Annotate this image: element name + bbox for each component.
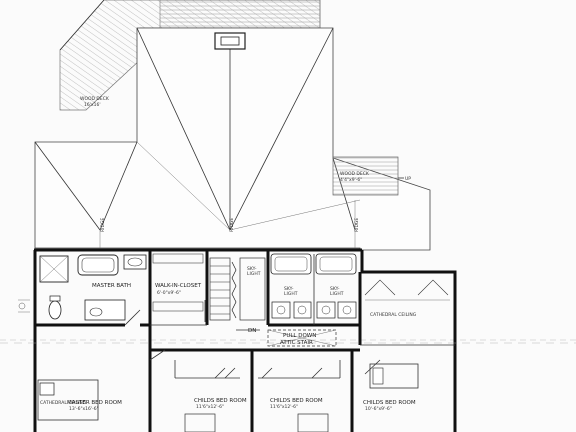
sky-light-label-2: SKY-LIGHT [284,286,298,297]
childs-bed-room-3-label: CHILDS BED ROOM [363,400,416,406]
ridge-label-1: RIDGE [100,218,106,232]
sky-light-1-line-2: LIGHT [247,271,261,277]
sky-light-2-line-1: SKY- [284,286,294,292]
master-bed-room: CATHEDRAL CEILING MASTER BED ROOM 13'-6"… [37,349,166,421]
childs-bed-room-1-dim: 11'6"x12'-6" [196,404,224,410]
sky-light-label-3: SKY-LIGHT [330,286,344,297]
wood-deck-right: WOOD DECK 4'4"x9'-6" UP [332,156,411,196]
wood-deck-right-dim: 4'4"x9'-6" [340,177,362,183]
hall-bath: SKY-LIGHT SKY-LIGHT [270,253,357,325]
attic-stair-label-1: PULL DOWN [283,333,316,339]
attic-stair: PULL DOWN ATTIC STAIR [267,329,337,347]
childs-bed-room-2-label: CHILDS BED ROOM [270,398,323,404]
master-bed-room-dim: 13'-6"x16'-6" [69,406,99,412]
childs-bed-room-3: CHILDS BED ROOM 10'-6"x9'-6" [363,359,419,412]
wood-deck-top: WOOD DECK 16'x16' [59,0,321,111]
up-label: UP [405,176,411,182]
ridge-label-3: RIDGE [354,218,360,232]
walk-in-closet-label: WALK-IN-CLOSET [155,283,202,289]
walls [0,248,576,432]
sky-light-label-1: SKY-LIGHT [247,266,261,277]
childs-bed-room-2: CHILDS BED ROOM 11'6"x12'-6" [261,367,329,432]
cathedral-ceiling-room: CATHEDRAL CEILING [364,279,450,318]
childs-bed-room-1-label: CHILDS BED ROOM [194,398,247,404]
sky-light-1-line-1: SKY- [247,266,257,272]
walk-in-closet: WALK-IN-CLOSET 6'-0"x9'-6" [152,253,206,322]
wood-deck-top-label: WOOD DECK [80,96,110,102]
cathedral-ceiling-left-label: CATHEDRAL CEILING [40,400,87,406]
master-bath-fixtures: MASTER BATH [39,254,147,326]
childs-bed-room-3-dim: 10'-6"x9'-6" [365,406,392,412]
walk-in-closet-dim: 6'-0"x9'-6" [157,290,181,296]
sky-light-2-line-2: LIGHT [284,291,298,297]
wood-deck-top-dim: 16'x16' [84,102,101,108]
dn-label: DN [248,328,256,334]
childs-bed-room-2-dim: 11'6"x12'-6" [270,404,298,410]
roof-outline: RIDGE RIDGE RIDGE [34,27,431,251]
childs-bed-room-1: CHILDS BED ROOM 11'6"x12'-6" [184,367,247,432]
cathedral-ceiling-right-label: CATHEDRAL CEILING [370,312,417,318]
sky-light-3-line-1: SKY- [330,286,340,292]
attic-stair-label-2: ATTIC STAIR [280,340,313,346]
master-bed-room-label: MASTER BED ROOM [67,400,122,406]
sky-light-3-line-2: LIGHT [330,291,344,297]
master-bath-label: MASTER BATH [92,283,131,289]
window-marks [18,299,30,313]
staircase: SKY-LIGHT DN [209,257,266,334]
ridge-label-2: RIDGE [229,218,235,232]
wood-deck-right-label: WOOD DECK [340,171,370,177]
